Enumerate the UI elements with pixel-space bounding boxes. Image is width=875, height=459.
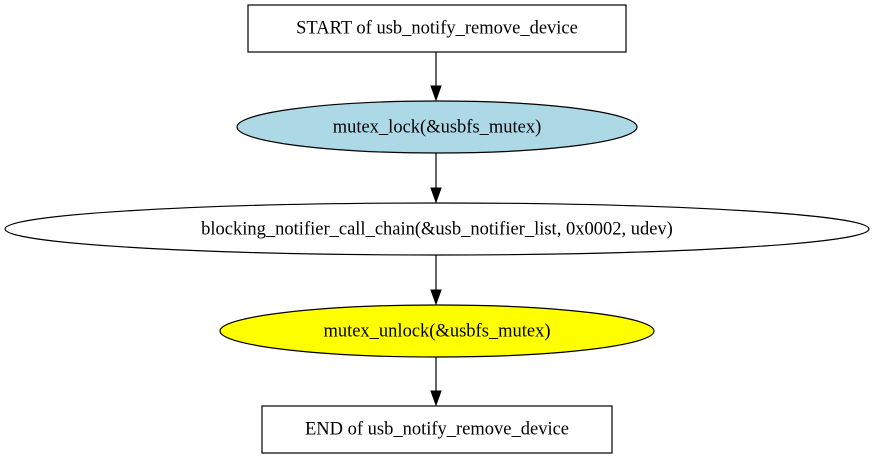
mutex-unlock-label: mutex_unlock(&usbfs_mutex) xyxy=(323,321,550,341)
mutex-lock-label: mutex_lock(&usbfs_mutex) xyxy=(333,117,542,137)
edge-unlock-to-end xyxy=(430,357,442,407)
node-start: START of usb_notify_remove_device xyxy=(247,4,627,53)
mutex-unlock-ellipse xyxy=(219,304,655,358)
node-mutex-lock: mutex_lock(&usbfs_mutex) xyxy=(236,100,638,154)
edge-chain-to-unlock xyxy=(430,255,442,306)
end-box xyxy=(261,405,613,454)
notifier-call-chain-ellipse xyxy=(4,202,870,256)
start-box xyxy=(247,4,627,53)
notifier-call-chain-label: blocking_notifier_call_chain(&usb_notifi… xyxy=(201,219,673,239)
end-label: END of usb_notify_remove_device xyxy=(305,419,569,439)
edges xyxy=(430,52,442,407)
node-mutex-unlock: mutex_unlock(&usbfs_mutex) xyxy=(219,304,655,358)
start-label: START of usb_notify_remove_device xyxy=(296,18,578,38)
edge-lock-to-chain xyxy=(430,153,442,204)
node-notifier-call-chain: blocking_notifier_call_chain(&usb_notifi… xyxy=(4,202,870,256)
node-end: END of usb_notify_remove_device xyxy=(261,405,613,454)
edge-start-to-lock xyxy=(430,52,442,102)
mutex-lock-ellipse xyxy=(236,100,638,154)
